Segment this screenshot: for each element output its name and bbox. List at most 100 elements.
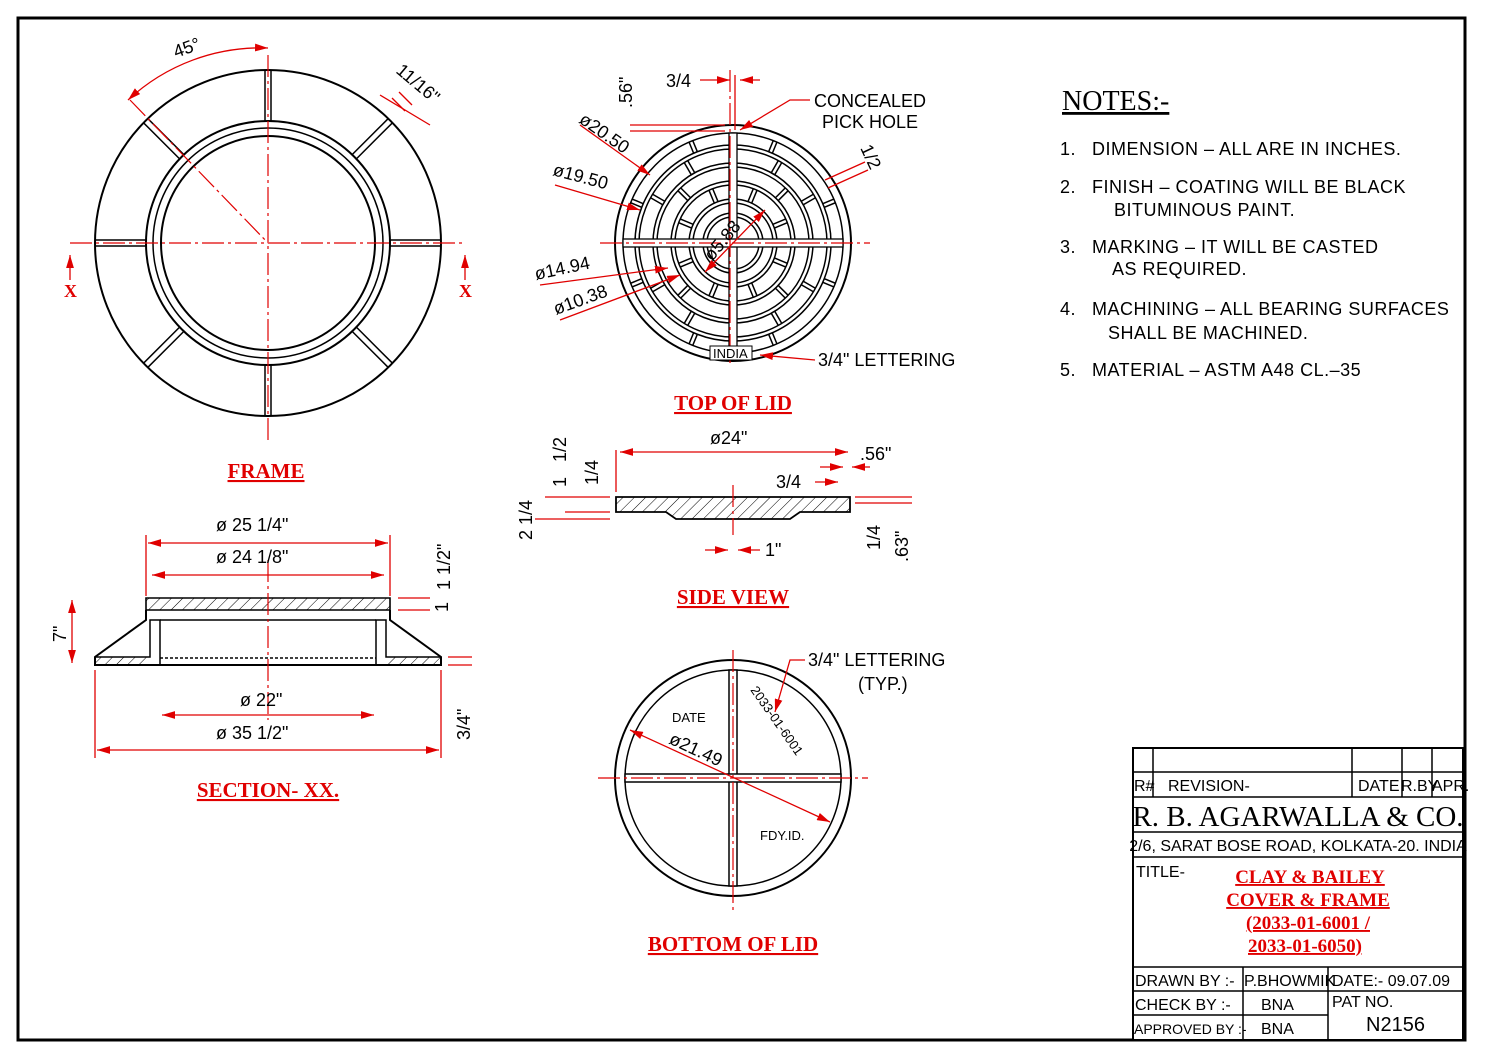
section-view: ø 25 1/4" ø 24 1/8" ø 22" ø 35 1/2" 7" 1… xyxy=(50,515,474,802)
note-text: SHALL BE MACHINED. xyxy=(1108,323,1308,343)
lid-rib xyxy=(772,260,787,268)
lid-rib xyxy=(777,190,789,202)
lid-rib xyxy=(652,284,666,293)
lid-rib xyxy=(692,140,699,152)
section-title: SECTION- XX. xyxy=(197,778,339,802)
frame-spoke xyxy=(95,239,146,247)
lid-rib xyxy=(678,221,692,229)
lid-rib xyxy=(774,287,786,299)
frame-spoke xyxy=(264,365,272,416)
spoke-width-label: 11/16" xyxy=(392,60,443,108)
dim-label: 1/2 xyxy=(856,141,885,172)
lid-rib xyxy=(774,162,783,176)
dim-label: 1 1/2" xyxy=(434,544,454,590)
lid-rib xyxy=(771,332,778,345)
lid-rib xyxy=(772,218,787,226)
note-number: 2. xyxy=(1060,177,1076,197)
lid-rib xyxy=(683,310,692,324)
part-no-marking: 2033-01-6001 xyxy=(748,683,807,758)
sheet-border xyxy=(16,16,1467,1042)
lid-rib xyxy=(822,198,835,205)
frame-spoke xyxy=(390,239,441,247)
lid-rib xyxy=(677,284,689,296)
dim-label: ø21.49 xyxy=(666,728,725,770)
note-number: 3. xyxy=(1060,237,1076,257)
lid-rib xyxy=(770,312,779,326)
lid-rib xyxy=(650,197,664,206)
note-number: 5. xyxy=(1060,360,1076,380)
lid-rib xyxy=(824,202,836,209)
callout-text: CONCEALED xyxy=(814,91,926,111)
dim-label: ø 25 1/4" xyxy=(216,515,288,535)
lid-rib xyxy=(770,160,779,174)
revision-label: REVISION- xyxy=(1168,778,1250,795)
dim-label: 3/4 xyxy=(776,472,801,492)
section-marker-left: X xyxy=(64,281,77,301)
approved-by-label: APPROVED BY :- xyxy=(1134,1021,1247,1037)
approved-label: APR. xyxy=(1432,778,1469,795)
lid-rib xyxy=(767,140,774,152)
lid-rib xyxy=(800,193,814,202)
lid-rib xyxy=(802,280,816,289)
lid-rib xyxy=(774,221,788,229)
lid-rib xyxy=(767,334,774,346)
note-text: MARKING – IT WILL BE CASTED xyxy=(1092,237,1379,257)
drawing-title-line: 2033-01-6050) xyxy=(1248,936,1362,957)
dim-label: 3/4" xyxy=(454,709,474,740)
dim-label: .56" xyxy=(616,77,636,108)
note-number: 1. xyxy=(1060,139,1076,159)
section-marker-right: X xyxy=(459,281,472,301)
note-text: FINISH – COATING WILL BE BLACK xyxy=(1092,177,1406,197)
dim-label: 1/4 xyxy=(864,525,884,550)
dim-label: ø24" xyxy=(710,428,747,448)
lid-rib xyxy=(750,282,758,297)
drawing-title-line: CLAY & BAILEY xyxy=(1235,867,1385,888)
dim-label: 1" xyxy=(765,540,781,560)
note-number: 4. xyxy=(1060,299,1076,319)
drawing-title-line: (2033-01-6001 / xyxy=(1246,913,1371,934)
lid-rib xyxy=(679,218,694,226)
side-view-title: SIDE VIEW xyxy=(677,585,789,609)
rev-date-label: DATE xyxy=(1358,778,1399,795)
lid-rib xyxy=(692,334,699,346)
lid-rib xyxy=(774,187,786,199)
frame-spoke xyxy=(143,118,185,160)
lid-rib xyxy=(711,284,719,298)
drawn-by-label: DRAWN BY :- xyxy=(1135,973,1235,990)
lid-rib xyxy=(824,277,836,284)
foundry-id-marking: FDY.ID. xyxy=(760,828,805,843)
top-of-lid-view: 3/4 .56" ø20.50 ø19.50 ø14.94 ø10.38 ø5.… xyxy=(533,70,955,415)
dim-label: .56" xyxy=(860,444,891,464)
dim-label: 1 xyxy=(432,602,452,612)
callout-text: 3/4" LETTERING xyxy=(808,650,945,670)
drawn-by-value: P.BHOWMIK xyxy=(1244,973,1336,990)
india-stamp: INDIA xyxy=(713,346,748,361)
lid-rib xyxy=(771,141,778,154)
approved-by-value: BNA xyxy=(1261,1021,1294,1038)
side-view: ø24" .56" 3/4 1/2 1/4 1 2 1/4 1/4 .63" 1… xyxy=(516,428,912,609)
callout-text: 3/4" LETTERING xyxy=(818,350,955,370)
dim-label: 7" xyxy=(50,626,70,642)
lid-rib xyxy=(774,310,783,324)
dim-label: 3/4 xyxy=(666,71,691,91)
note-text: DIMENSION – ALL ARE IN INCHES. xyxy=(1092,139,1401,159)
frame-view: 45° 11/16" X X FRAME xyxy=(64,34,472,483)
lid-rib xyxy=(677,190,689,202)
dim-label: ø 22" xyxy=(240,690,282,710)
callout-text: PICK HOLE xyxy=(822,112,918,132)
lid-rib xyxy=(708,282,716,297)
lid-rib xyxy=(777,284,789,296)
lid-rib xyxy=(630,277,642,284)
lid-rib xyxy=(750,189,758,204)
lid-rib xyxy=(747,284,755,298)
pat-no-value: N2156 xyxy=(1366,1014,1425,1036)
bottom-of-lid-title: BOTTOM OF LID xyxy=(648,932,818,956)
dim-label: 1 xyxy=(550,477,570,487)
lid-rib xyxy=(680,287,692,299)
note-text: BITUMINOUS PAINT. xyxy=(1114,200,1295,220)
frame-title: FRAME xyxy=(228,459,305,483)
lid-rib xyxy=(631,198,644,205)
lid-rib xyxy=(800,284,814,293)
notes-heading: NOTES:- xyxy=(1062,86,1169,117)
